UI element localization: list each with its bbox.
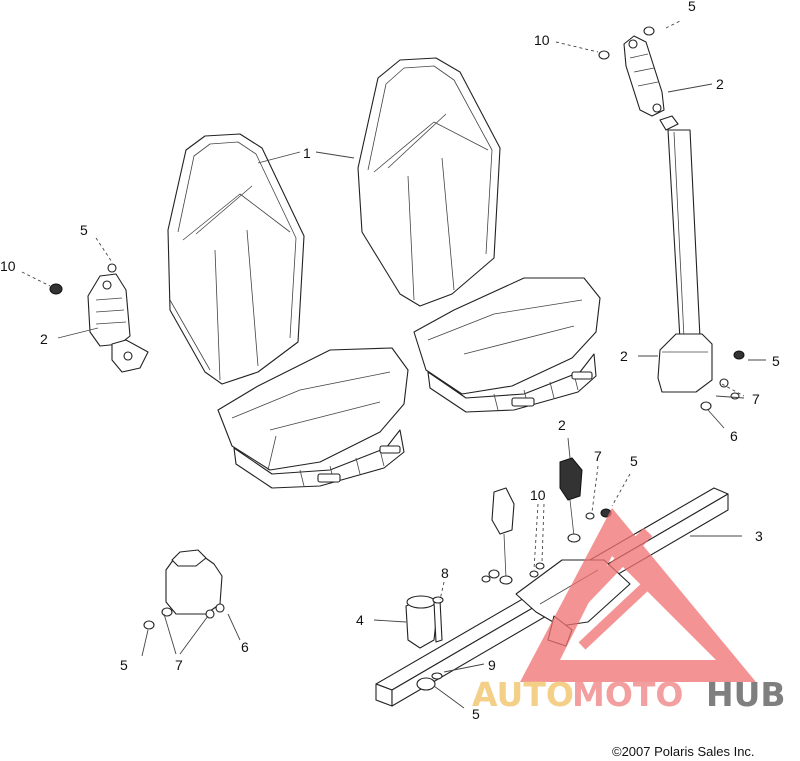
callout-5-lower-left: 5 [120, 657, 128, 673]
callout-2-buckle: 2 [558, 417, 566, 433]
callout-10-left: 10 [0, 258, 16, 274]
copyright-notice: ©2007 Polaris Sales Inc. [612, 744, 755, 759]
callout-7-lower-left: 7 [175, 657, 183, 673]
callout-7-right: 7 [752, 391, 760, 407]
buckle-stalks [481, 457, 612, 585]
callout-2-top-right: 2 [716, 76, 724, 92]
watermark-hub: HUB [706, 675, 786, 714]
callout-7-buckle: 7 [594, 448, 602, 464]
callout-9: 9 [488, 657, 496, 673]
watermark-moto: MOTO [572, 675, 683, 714]
callout-5-left: 5 [80, 222, 88, 238]
callout-2-left: 2 [40, 331, 48, 347]
callout-4: 4 [356, 612, 364, 628]
left-seatbelt-retractor [49, 263, 149, 373]
callout-10-top: 10 [534, 32, 550, 48]
callout-6-lower-left: 6 [241, 639, 249, 655]
watermark-auto: AUTO [472, 675, 574, 714]
callouts: 1 2 2 2 2 3 4 5 5 5 5 5 5 6 6 7 7 7 8 9 … [0, 0, 780, 722]
leader-lines [21, 19, 766, 709]
callout-1: 1 [303, 145, 311, 161]
lower-left-buckle [143, 549, 225, 630]
callout-8: 8 [441, 565, 449, 581]
callout-10-buckle: 10 [530, 487, 546, 503]
callout-5-bottom: 5 [472, 706, 480, 722]
automotohub-watermark: AUTO MOTO HUB [472, 508, 786, 714]
callout-5-top-right: 5 [688, 0, 696, 14]
right-seat [357, 57, 601, 413]
callout-2-right-block: 2 [620, 348, 628, 364]
callout-6-right: 6 [730, 428, 738, 444]
left-seat [167, 133, 409, 489]
callout-3: 3 [755, 528, 763, 544]
callout-5-right-block: 5 [772, 353, 780, 369]
right-seatbelt-assembly [598, 26, 745, 411]
callout-5-buckle: 5 [630, 453, 638, 469]
watermark-triangle [520, 508, 756, 682]
